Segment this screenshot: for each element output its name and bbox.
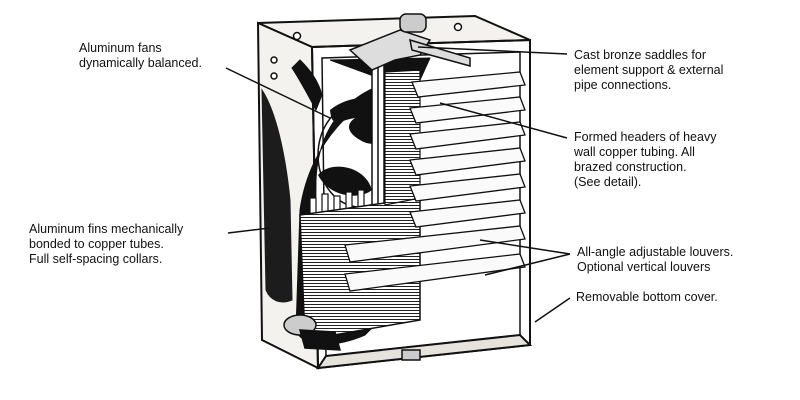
bottom-motor [283,314,421,361]
leader-louvers-b [484,253,571,276]
label-aluminum-fins: Aluminum fins mechanically bonded to cop… [29,222,184,266]
leader-fans [225,67,331,119]
saddle-and-tube [348,13,471,216]
leader-saddles [417,46,568,55]
label-aluminum-fans: Aluminum fans dynamically balanced. [79,41,202,70]
label-cast-bronze-saddles: Cast bronze saddles for element support … [574,48,724,92]
leader-fins [227,227,271,234]
leader-bottom [534,297,571,323]
leader-lines [225,46,571,323]
fan-shroud [261,57,431,345]
label-formed-headers: Formed headers of heavy wall copper tubi… [574,130,717,189]
leader-headers [439,102,568,139]
label-louvers: All-angle adjustable louvers. Optional v… [577,245,734,274]
label-bottom-cover: Removable bottom cover. [576,290,718,304]
fin-coil [299,69,421,341]
top-details [270,22,463,80]
leader-louvers-a [479,239,571,255]
